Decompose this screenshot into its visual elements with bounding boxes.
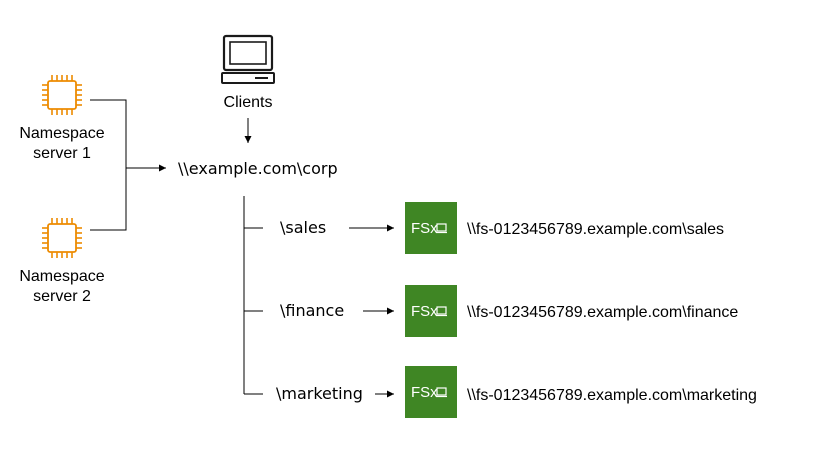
folder-row-sales: \sales FSx \\fs-0123456789.example.com\s…: [280, 201, 724, 255]
folder-target: \\fs-0123456789.example.com\sales: [467, 221, 724, 238]
folder-target: \\fs-0123456789.example.com\finance: [467, 304, 738, 321]
amazon-fsx-icon: FSx: [404, 284, 458, 338]
namespace-server-1-icon: [41, 74, 83, 116]
folder-row-marketing: \marketing FSx \\fs-0123456789.example.c…: [276, 365, 757, 419]
namespace-server-2-icon: [41, 217, 83, 259]
fsx-badge-text: FSx: [411, 384, 438, 401]
amazon-fsx-icon: FSx: [404, 201, 458, 255]
folder-row-finance: \finance FSx \\fs-0123456789.example.com…: [280, 284, 738, 338]
folder-tree-lines: [243, 196, 263, 395]
namespace-servers-connector: [90, 99, 127, 231]
namespace-server-2-label-line2: server 2: [33, 288, 91, 305]
clients-label: Clients: [224, 94, 273, 111]
fsx-badge-text: FSx: [411, 303, 438, 320]
namespace-root-path: \\example.com\corp: [178, 159, 338, 178]
clients-icon: [221, 34, 275, 84]
amazon-fsx-icon: FSx: [404, 365, 458, 419]
folder-name: \marketing: [276, 384, 363, 403]
namespace-server-2-label-line1: Namespace: [19, 268, 104, 285]
namespace-server-1-label-line2: server 1: [33, 145, 91, 162]
namespace-server-1-label-line1: Namespace: [19, 125, 104, 142]
fsx-badge-text: FSx: [411, 220, 438, 237]
folder-name: \sales: [280, 218, 326, 237]
folder-target: \\fs-0123456789.example.com\marketing: [467, 387, 757, 404]
folder-name: \finance: [280, 301, 344, 320]
